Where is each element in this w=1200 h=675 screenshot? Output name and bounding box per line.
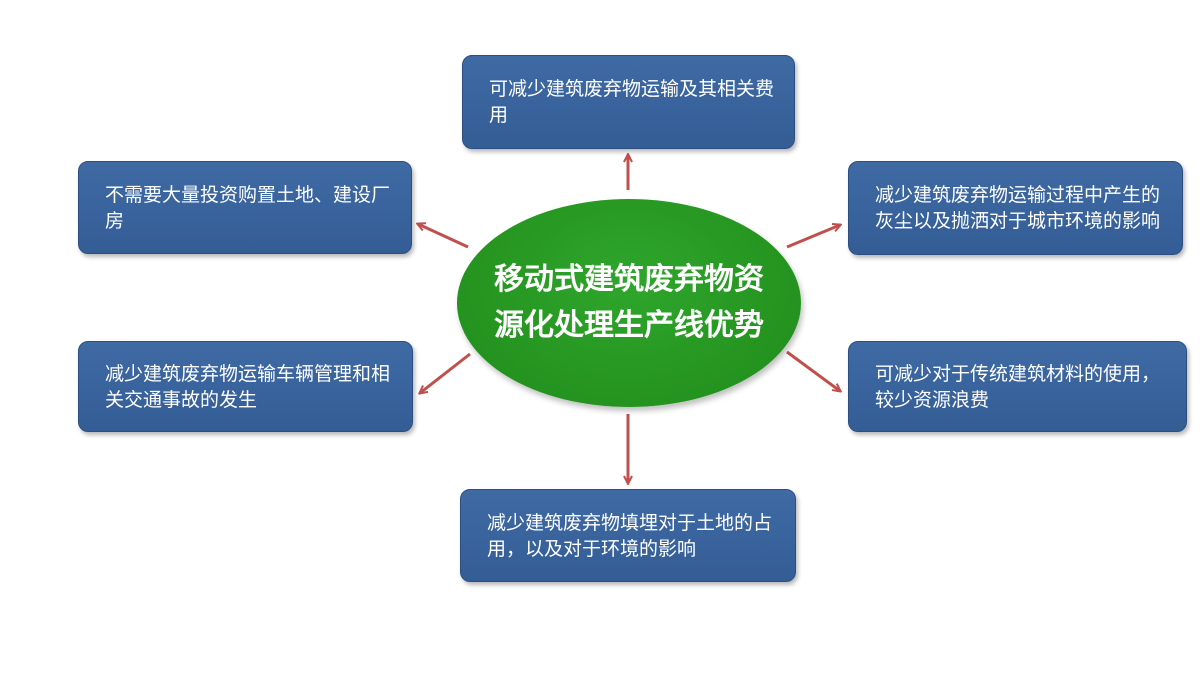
advantage-text-upper-left: 不需要大量投资购置土地、建设厂房 (105, 183, 391, 232)
center-title: 移动式建筑废弃物资源化处理生产线优势 (494, 262, 764, 343)
advantage-box-lower-right: 可减少对于传统建筑材料的使用，较少资源浪费 (848, 341, 1187, 432)
arrow-lower-left (420, 352, 471, 393)
advantage-box-bottom: 减少建筑废弃物填埋对于土地的占用，以及对于环境的影响 (460, 489, 796, 582)
advantage-text-bottom: 减少建筑废弃物填埋对于土地的占用，以及对于环境的影响 (487, 511, 773, 560)
advantage-box-lower-left: 减少建筑废弃物运输车辆管理和相关交通事故的发生 (78, 341, 413, 432)
advantage-text-lower-right: 可减少对于传统建筑材料的使用，较少资源浪费 (875, 362, 1161, 411)
advantage-box-top: 可减少建筑废弃物运输及其相关费用 (462, 55, 795, 149)
advantage-box-upper-left: 不需要大量投资购置土地、建设厂房 (78, 161, 412, 254)
center-ellipse: 移动式建筑废弃物资源化处理生产线优势 (457, 199, 801, 407)
advantage-text-lower-left: 减少建筑废弃物运输车辆管理和相关交通事故的发生 (105, 362, 391, 411)
advantage-box-upper-right: 减少建筑废弃物运输过程中产生的灰尘以及抛洒对于城市环境的影响 (848, 161, 1183, 255)
advantage-text-top: 可减少建筑废弃物运输及其相关费用 (489, 78, 775, 126)
arrow-lower-right (786, 350, 840, 391)
arrow-upper-left (418, 224, 469, 249)
arrow-upper-right (786, 225, 840, 249)
advantage-text-upper-right: 减少建筑废弃物运输过程中产生的灰尘以及抛洒对于城市环境的影响 (875, 184, 1161, 232)
